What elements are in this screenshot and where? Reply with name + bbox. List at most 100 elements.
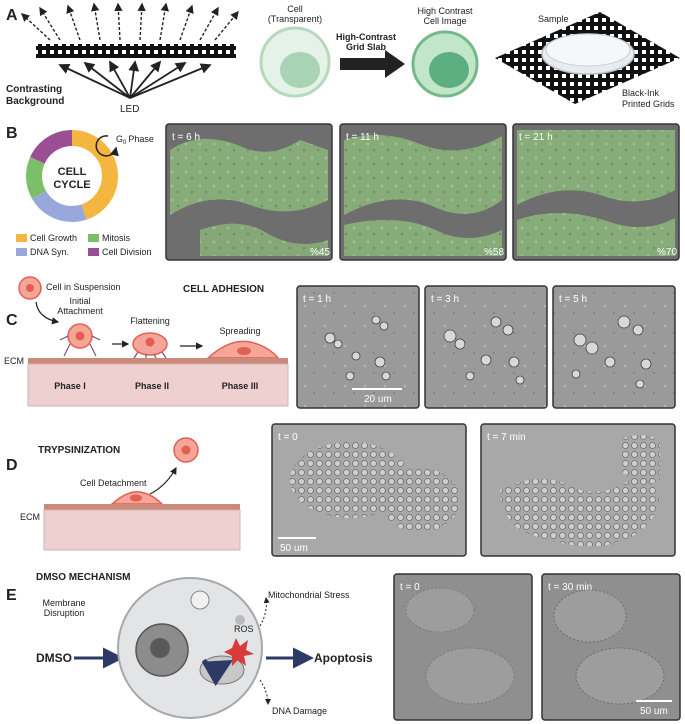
detachment-arrow bbox=[149, 466, 177, 495]
hc-label-1: High Contrast bbox=[417, 6, 473, 16]
phase-3-label: Phase III bbox=[222, 381, 259, 391]
legend-swatch-division bbox=[88, 248, 99, 256]
growth-image-21h: t = 21 h %70 bbox=[512, 123, 680, 261]
growth-image-11h: t = 11 h %58 bbox=[339, 123, 507, 261]
trypsin-scale: 50 um bbox=[280, 543, 308, 554]
spreading-label: Spreading bbox=[219, 326, 260, 336]
cell-label-1: Cell bbox=[287, 4, 303, 14]
apoptosis-label: Apoptosis bbox=[314, 651, 373, 665]
printed-label-2: Printed Grids bbox=[622, 99, 675, 109]
transparent-cell bbox=[259, 26, 331, 98]
adhesion-time-3h: t = 3 h bbox=[431, 294, 459, 305]
ecm-layer-d bbox=[43, 504, 241, 551]
trypsin-image-0: t = 0 50 um bbox=[271, 423, 467, 557]
adhesion-image-5h: t = 5 h bbox=[552, 285, 676, 409]
dmso-label: DMSO bbox=[36, 651, 72, 665]
legend-swatch-mitosis bbox=[88, 234, 99, 242]
cycle-title-2: CYCLE bbox=[53, 179, 90, 191]
panel-c: Cell in Suspension CELL ADHESION C Initi… bbox=[4, 276, 676, 409]
growth-time-6h: t = 6 h bbox=[172, 132, 200, 143]
flattening-label: Flattening bbox=[130, 316, 170, 326]
mito-stress-label: Mitochondrial Stress bbox=[268, 590, 350, 600]
panel-label-e: E bbox=[6, 587, 17, 604]
legend-label-mitosis: Mitosis bbox=[102, 233, 131, 243]
legend-swatch-growth bbox=[16, 234, 27, 242]
cell-cycle-ring bbox=[26, 130, 118, 222]
dmso-title: DMSO MECHANISM bbox=[36, 572, 130, 583]
contrasting-label-1: Contrasting bbox=[6, 84, 62, 95]
initial-attachment-cell bbox=[59, 323, 101, 357]
trypsin-time-7min: t = 7 min bbox=[487, 432, 526, 443]
g0-loop-arrow bbox=[95, 135, 119, 157]
trypsin-image-7min: t = 7 min bbox=[480, 423, 676, 557]
dna-damage-arrow bbox=[259, 679, 271, 705]
suspension-label: Cell in Suspension bbox=[46, 282, 121, 292]
growth-percent-11h: %58 bbox=[484, 247, 504, 258]
light-rays-dashed bbox=[20, 2, 239, 41]
growth-image-6h: t = 6 h %45 bbox=[165, 123, 333, 261]
membrane-label-2: Disruption bbox=[44, 608, 85, 618]
dmso-scale: 50 um bbox=[640, 706, 668, 717]
cell-label-2: (Transparent) bbox=[268, 14, 322, 24]
panel-label-b: B bbox=[6, 125, 18, 142]
phase-2-label: Phase II bbox=[135, 381, 169, 391]
mito-stress-arrow bbox=[259, 597, 270, 627]
grid-slab-label-1: High-Contrast bbox=[336, 32, 396, 42]
panel-e: E DMSO MECHANISM Membrane Disruption DMS… bbox=[6, 572, 681, 721]
dmso-image-0: t = 0 bbox=[393, 573, 533, 721]
dmso-image-30min: t = 30 min 50 um bbox=[541, 573, 681, 721]
dmso-time-30min: t = 30 min bbox=[548, 582, 592, 593]
ecm-label-c: ECM bbox=[4, 356, 24, 366]
ecm-layer-c bbox=[27, 358, 289, 407]
adhesion-image-1h: t = 1 h 20 um bbox=[296, 285, 420, 409]
trypsin-title: TRYPSINIZATION bbox=[38, 445, 120, 456]
dna-damage-label: DNA Damage bbox=[272, 706, 327, 716]
dmso-time-0: t = 0 bbox=[400, 582, 420, 593]
growth-percent-21h: %70 bbox=[657, 247, 677, 258]
panel-a: A Contrasting Backgr bbox=[6, 2, 680, 115]
initial-label-2: Attachment bbox=[57, 306, 103, 316]
legend-swatch-dna bbox=[16, 248, 27, 256]
cell-cycle-legend: Cell Growth Mitosis DNA Syn. Cell Divisi… bbox=[16, 233, 152, 257]
adhesion-image-3h: t = 3 h bbox=[424, 285, 548, 409]
legend-label-growth: Cell Growth bbox=[30, 233, 77, 243]
growth-percent-6h: %45 bbox=[310, 247, 330, 258]
adhesion-time-5h: t = 5 h bbox=[559, 294, 587, 305]
printed-grid bbox=[495, 12, 680, 104]
contrasting-background-grid bbox=[36, 44, 236, 58]
led-label: LED bbox=[120, 104, 139, 115]
panel-d: D TRYPSINIZATION Cell Detachment ECM t =… bbox=[6, 423, 676, 557]
panel-label-c: C bbox=[6, 312, 18, 329]
attached-cell-d bbox=[110, 491, 164, 505]
membrane-label-1: Membrane bbox=[42, 598, 85, 608]
adhesion-time-1h: t = 1 h bbox=[303, 294, 331, 305]
ros-label: ROS bbox=[234, 624, 254, 634]
legend-label-division: Cell Division bbox=[102, 247, 152, 257]
high-contrast-cell bbox=[411, 30, 479, 98]
contrasting-label-2: Background bbox=[6, 96, 64, 107]
flattening-cell bbox=[132, 332, 168, 359]
ecm-label-d: ECM bbox=[20, 512, 40, 522]
ros-burst bbox=[224, 638, 254, 666]
sample-label: Sample bbox=[538, 14, 569, 24]
panel-label-a: A bbox=[6, 7, 18, 24]
led-arrows bbox=[58, 60, 212, 99]
panel-label-d: D bbox=[6, 457, 18, 474]
hc-label-2: Cell Image bbox=[423, 16, 466, 26]
adhesion-title: CELL ADHESION bbox=[183, 284, 264, 295]
attach-arrow bbox=[35, 301, 60, 325]
grid-slab-arrow bbox=[340, 50, 405, 78]
printed-label-1: Black-Ink bbox=[622, 88, 660, 98]
ros-curved-arrow bbox=[201, 658, 233, 687]
spreading-cell bbox=[206, 340, 280, 359]
phase-1-label: Phase I bbox=[54, 381, 86, 391]
cycle-title-1: CELL bbox=[58, 166, 87, 178]
adhesion-scale: 20 um bbox=[364, 394, 392, 405]
growth-time-21h: t = 21 h bbox=[519, 132, 553, 143]
detachment-label: Cell Detachment bbox=[80, 478, 147, 488]
trypsin-time-0: t = 0 bbox=[278, 432, 298, 443]
grid-slab-label-2: Grid Slab bbox=[346, 42, 387, 52]
